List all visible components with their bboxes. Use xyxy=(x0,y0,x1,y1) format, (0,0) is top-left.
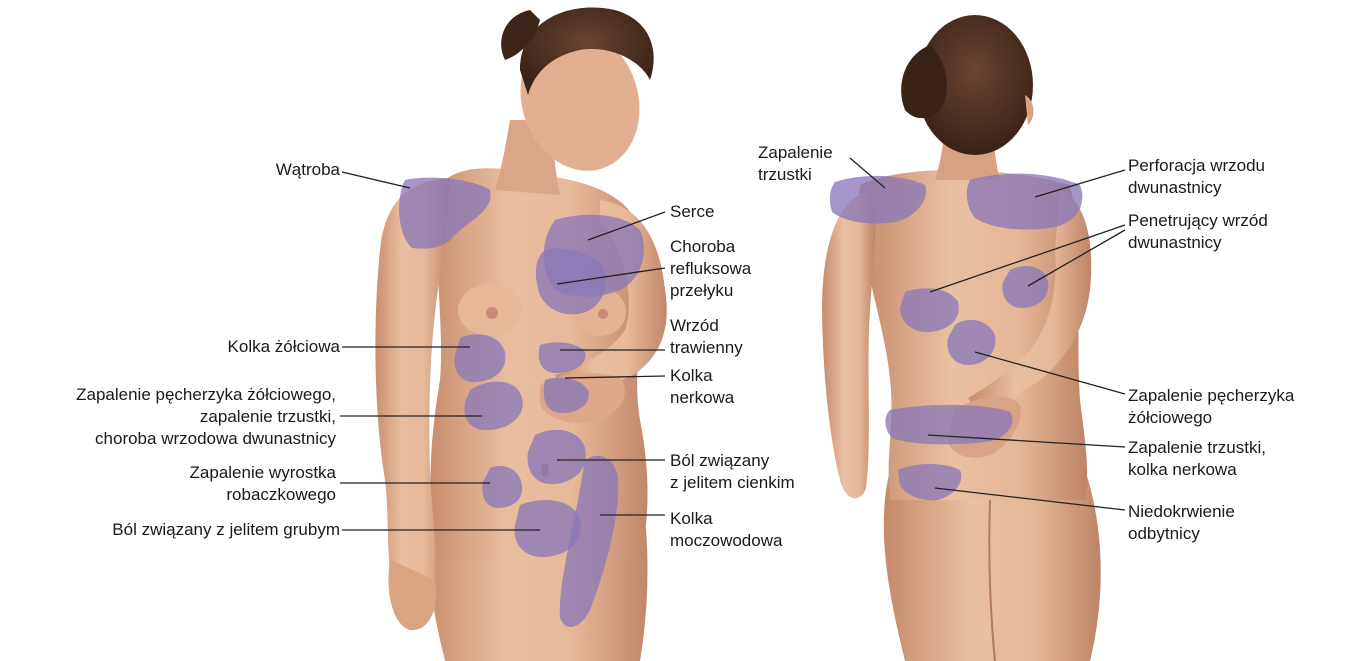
label-small-intestine: Ból związany z jelitem cienkim xyxy=(670,450,795,494)
label-penetrating-ulcer: Penetrujący wrzód dwunastnicy xyxy=(1128,210,1268,254)
front-nipple-right xyxy=(598,309,608,319)
leader-liver xyxy=(342,172,410,188)
label-large-intestine: Ból związany z jelitem grubym xyxy=(112,519,340,541)
label-appendicitis: Zapalenie wyrostka robaczkowego xyxy=(190,462,336,506)
label-pancreatitis: Zapalenie trzustki xyxy=(758,142,833,186)
label-cholecystitis-back: Zapalenie pęcherzyka żółciowego xyxy=(1128,385,1294,429)
front-nipple-left xyxy=(486,307,498,319)
label-perforated-ulcer: Perforacja wrzodu dwunastnicy xyxy=(1128,155,1265,199)
label-liver: Wątroba xyxy=(276,159,340,181)
front-figure xyxy=(375,8,666,661)
label-gerd: Choroba refluksowa przełyku xyxy=(670,236,751,302)
region-perforated-ulcer xyxy=(967,174,1083,230)
back-figure xyxy=(822,15,1101,661)
label-rectal-ischemia: Niedokrwienie odbytnicy xyxy=(1128,501,1235,545)
label-biliary-colic: Kolka żółciowa xyxy=(228,336,340,358)
label-cholecystitis: Zapalenie pęcherzyka żółciowego, zapalen… xyxy=(76,384,336,450)
label-heart: Serce xyxy=(670,201,714,223)
label-pancreatitis-renal: Zapalenie trzustki, kolka nerkowa xyxy=(1128,437,1266,481)
label-renal-colic: Kolka nerkowa xyxy=(670,365,734,409)
back-left-arm xyxy=(822,190,875,498)
label-ureteral-colic: Kolka moczowodowa xyxy=(670,508,782,552)
label-peptic-ulcer: Wrzód trawienny xyxy=(670,315,743,359)
